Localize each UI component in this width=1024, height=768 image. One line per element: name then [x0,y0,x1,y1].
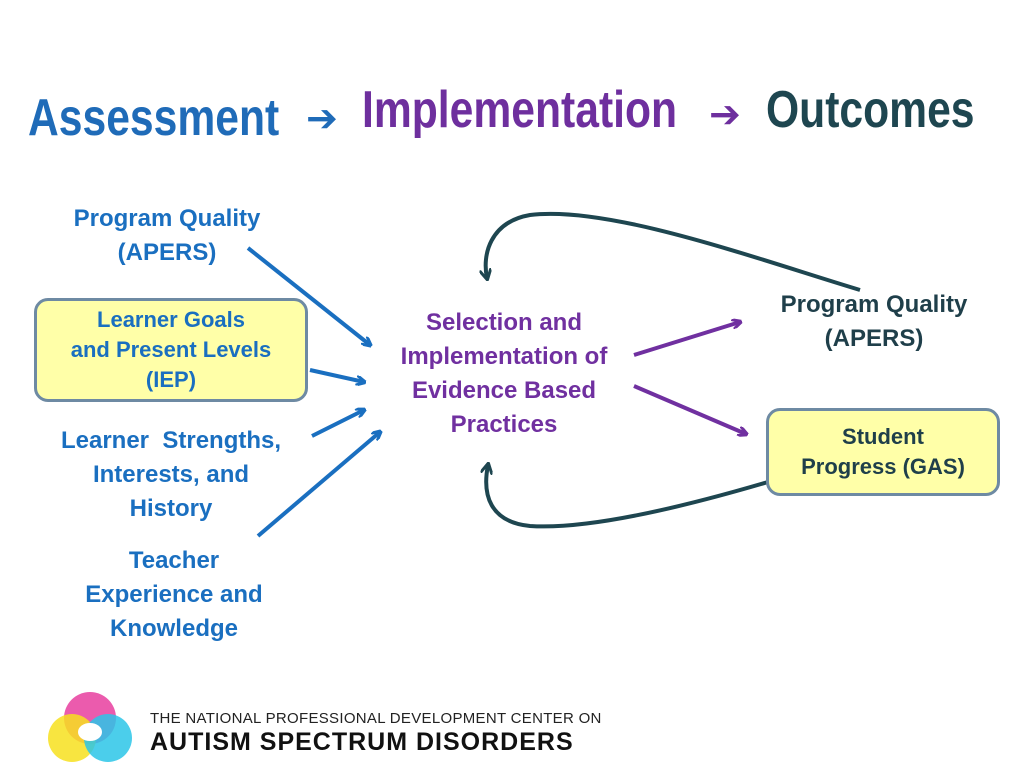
feedback-arrow-bottom [486,465,769,529]
arrow-right-icon: ➔ [709,94,741,136]
learner-goals-line1: Learner Goals [97,307,245,332]
ncaep-logo-icon [48,692,132,762]
learner-strengths-line1: Learner Strengths, [60,427,282,454]
arrow-right-icon: ➔ [306,98,338,140]
input-learner-goals-box: Learner Goals and Present Levels (IEP) [34,298,308,402]
org-name-line1: THE NATIONAL PROFESSIONAL DEVELOPMENT CE… [150,710,602,727]
arrow-program-quality-to-center [246,246,370,345]
input-program-quality-line2: (APERS) [117,239,217,266]
center-line2: Implementation of [400,343,608,370]
output-student-progress-box: Student Progress (GAS) [766,408,1000,496]
feedback-arrow-top [486,211,861,292]
org-name-line2: AUTISM SPECTRUM DISORDERS [150,728,574,756]
arrow-strengths-to-center [311,410,364,438]
learner-strengths-line2: Interests, and [92,461,250,488]
center-line4: Practices [450,411,558,438]
center-line1: Selection and [425,309,583,336]
center-line3: Evidence Based [411,377,597,404]
title-assessment: Assessment [28,89,280,147]
teacher-line3: Knowledge [109,615,238,642]
teacher-line2: Experience and [85,581,263,608]
student-progress-line1: Student [842,424,924,449]
arrow-center-to-program-quality [633,322,740,357]
output-program-quality-line2: (APERS) [824,325,924,352]
input-program-quality: Program Quality (APERS) [40,202,294,270]
arrow-teacher-to-center [256,432,380,538]
center-ebp-selection: Selection and Implementation of Evidence… [376,306,632,442]
learner-strengths-line3: History [129,495,213,522]
teacher-line1: Teacher [128,547,220,574]
student-progress-line2: Progress (GAS) [801,454,965,479]
output-program-quality-line1: Program Quality [780,291,968,318]
title-outcomes: Outcomes [766,81,975,139]
arrow-center-to-student-progress [633,384,746,434]
learner-goals-line3: (IEP) [145,367,197,392]
learner-goals-line2: and Present Levels [70,337,272,362]
input-program-quality-line1: Program Quality [73,205,261,232]
input-teacher-experience: Teacher Experience and Knowledge [58,544,290,646]
title-implementation: Implementation [362,81,678,139]
arrow-goals-to-center [309,368,364,382]
output-program-quality: Program Quality (APERS) [756,288,992,356]
input-learner-strengths: Learner Strengths, Interests, and Histor… [30,424,312,526]
